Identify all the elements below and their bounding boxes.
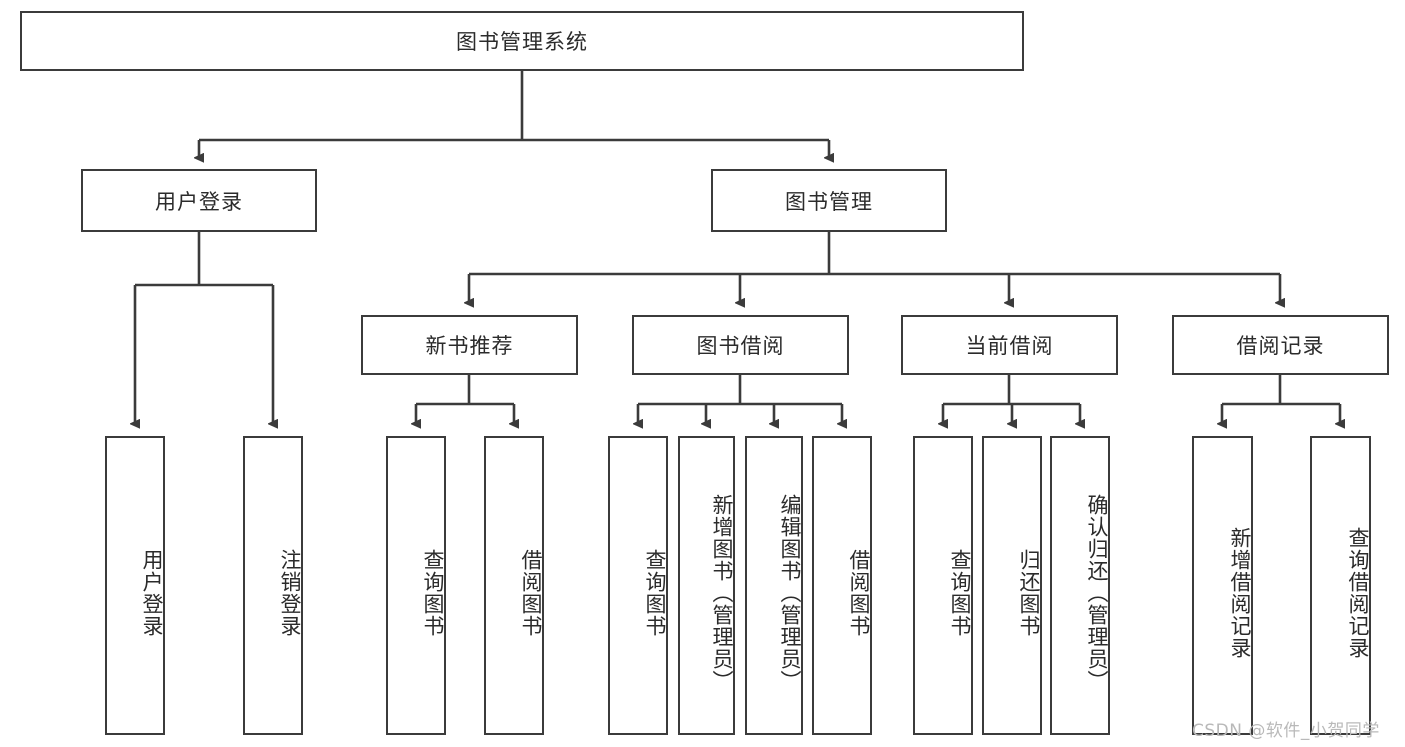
node-leaf-query-borrow-record-label: 查询借阅记录 <box>1346 526 1370 659</box>
node-leaf-edit-book-admin[interactable]: 编辑图书（管理员） <box>745 436 803 735</box>
node-leaf-add-book-admin-label: 新增图书（管理员） <box>710 493 734 692</box>
node-leaf-borrow-book-borrow-label: 借阅图书 <box>847 548 871 637</box>
node-leaf-confirm-return-admin-label: 确认归还（管理员） <box>1085 493 1109 692</box>
node-leaf-add-borrow-record[interactable]: 新增借阅记录 <box>1192 436 1253 735</box>
node-leaf-query-book-recommend[interactable]: 查询图书 <box>386 436 446 735</box>
node-leaf-return-book-label: 归还图书 <box>1017 548 1041 637</box>
node-leaf-query-book-current-label: 查询图书 <box>948 548 972 637</box>
node-borrow-records-label: 借阅记录 <box>1236 334 1325 358</box>
node-leaf-add-book-admin[interactable]: 新增图书（管理员） <box>678 436 735 735</box>
node-leaf-borrow-book-recommend[interactable]: 借阅图书 <box>484 436 544 735</box>
node-leaf-borrow-book-borrow[interactable]: 借阅图书 <box>812 436 872 735</box>
node-book-borrow[interactable]: 图书借阅 <box>632 315 849 375</box>
node-leaf-add-borrow-record-label: 新增借阅记录 <box>1228 526 1252 659</box>
node-current-borrow[interactable]: 当前借阅 <box>901 315 1118 375</box>
node-leaf-query-book-recommend-label: 查询图书 <box>421 548 445 637</box>
node-leaf-user-logout-label: 注销登录 <box>278 548 302 637</box>
csdn-watermark: CSDN @软件_小贺同学 <box>1192 721 1380 741</box>
node-leaf-query-book-current[interactable]: 查询图书 <box>913 436 973 735</box>
node-new-book-recommend-label: 新书推荐 <box>425 334 514 358</box>
node-leaf-user-logout[interactable]: 注销登录 <box>243 436 303 735</box>
node-current-borrow-label: 当前借阅 <box>965 334 1054 358</box>
node-leaf-query-book-borrow[interactable]: 查询图书 <box>608 436 668 735</box>
node-book-management-label: 图书管理 <box>785 189 873 214</box>
node-leaf-user-login-label: 用户登录 <box>140 548 164 637</box>
node-new-book-recommend[interactable]: 新书推荐 <box>361 315 578 375</box>
node-leaf-query-book-borrow-label: 查询图书 <box>643 548 667 637</box>
node-leaf-borrow-book-recommend-label: 借阅图书 <box>519 548 543 637</box>
node-leaf-user-login[interactable]: 用户登录 <box>105 436 165 735</box>
node-leaf-query-borrow-record[interactable]: 查询借阅记录 <box>1310 436 1371 735</box>
node-leaf-edit-book-admin-label: 编辑图书（管理员） <box>778 493 802 692</box>
node-root[interactable]: 图书管理系统 <box>20 11 1024 71</box>
node-borrow-records[interactable]: 借阅记录 <box>1172 315 1389 375</box>
node-book-management[interactable]: 图书管理 <box>711 169 947 232</box>
node-root-label: 图书管理系统 <box>456 30 588 54</box>
node-leaf-return-book[interactable]: 归还图书 <box>982 436 1042 735</box>
node-user-login-label: 用户登录 <box>155 189 243 214</box>
node-book-borrow-label: 图书借阅 <box>696 334 785 358</box>
node-user-login[interactable]: 用户登录 <box>81 169 317 232</box>
node-leaf-confirm-return-admin[interactable]: 确认归还（管理员） <box>1050 436 1110 735</box>
